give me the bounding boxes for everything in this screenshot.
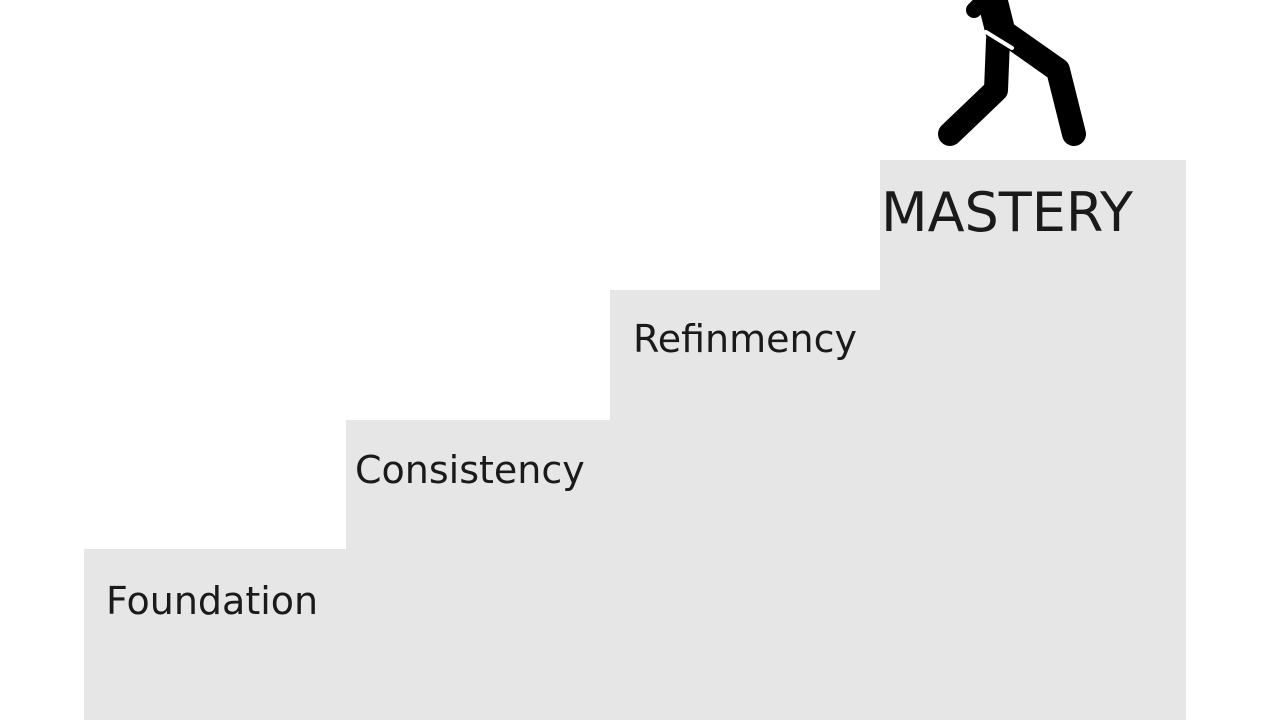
- step-label-mastery: MASTERY: [881, 181, 1133, 244]
- step-label-refinmency: Refinmency: [633, 317, 857, 361]
- step-label-foundation: Foundation: [106, 579, 319, 623]
- step-label-consistency: Consistency: [355, 448, 585, 492]
- staircase-shape: [84, 160, 1186, 720]
